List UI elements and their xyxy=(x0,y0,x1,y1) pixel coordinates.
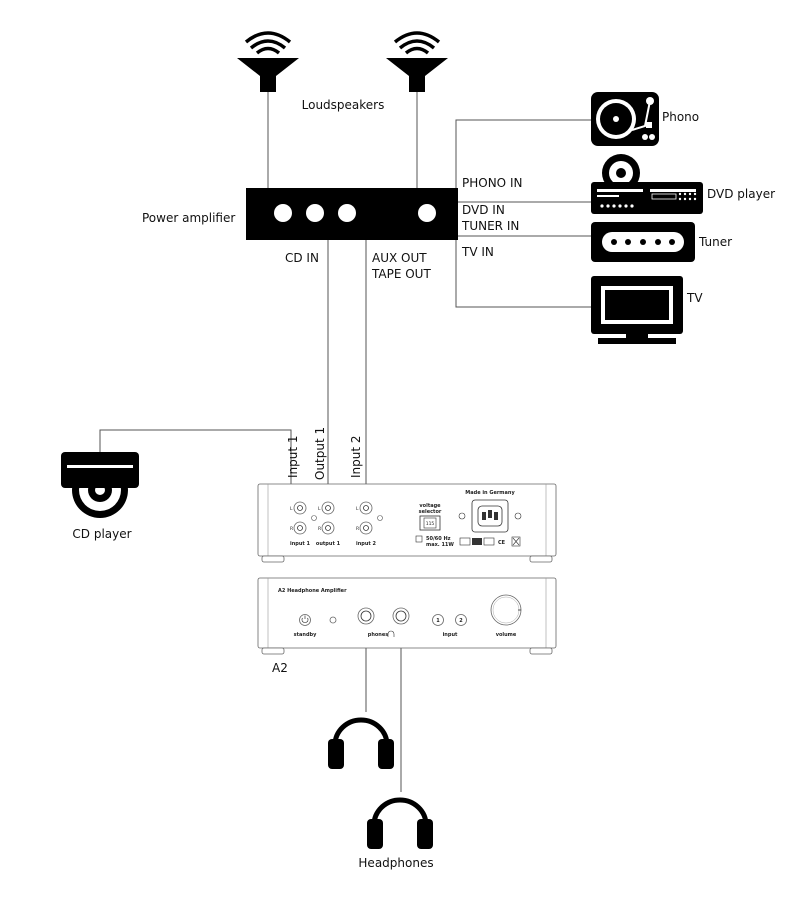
aux-out-label: AUX OUT xyxy=(372,251,427,265)
jack-group-label-input2: input 2 xyxy=(356,541,377,547)
rca-jack-output1-r[interactable] xyxy=(321,521,335,535)
loudspeaker-right-icon xyxy=(386,31,448,92)
input-2-button-label: 2 xyxy=(459,618,463,624)
rca-jack-input2-r[interactable] xyxy=(359,521,373,535)
turntable-icon xyxy=(591,92,659,146)
input-2-button[interactable]: 2 xyxy=(455,614,467,626)
input-1-button[interactable]: 1 xyxy=(432,614,444,626)
jack-r-label: R xyxy=(356,526,359,532)
screw-icon xyxy=(514,512,522,520)
a2-rear-panel: L R L R L R input 1 output 1 input 2 vol… xyxy=(257,483,557,563)
jack-r-label: R xyxy=(290,526,293,532)
tv-label: TV xyxy=(686,291,703,305)
headphones-icon xyxy=(328,717,394,769)
standby-label: standby xyxy=(294,632,317,638)
power-amplifier-label: Power amplifier xyxy=(142,211,235,225)
power-spec: max. 11W xyxy=(426,542,454,548)
cd-in-label: CD IN xyxy=(285,251,319,265)
dvd-in-label: DVD IN xyxy=(462,203,505,217)
loudspeaker-left-icon xyxy=(237,31,299,92)
phono-in-label: PHONO IN xyxy=(462,176,522,190)
ground-screw-icon xyxy=(377,515,383,521)
voltage-selector-label: selector xyxy=(419,509,442,515)
power-amplifier-icon xyxy=(246,188,458,240)
volume-label: volume xyxy=(496,632,517,638)
tv-icon xyxy=(591,276,683,344)
phones-jack-2[interactable] xyxy=(392,607,410,625)
jack-group-label-output1: output 1 xyxy=(316,541,341,547)
standby-led-icon xyxy=(329,616,337,624)
input-2-label: Input 2 xyxy=(349,435,363,478)
a2-label: A2 xyxy=(272,661,288,675)
tuner-label: Tuner xyxy=(698,235,732,249)
rca-jack-input1-l[interactable] xyxy=(293,501,307,515)
ce-mark: CE xyxy=(498,540,506,546)
tuner-in-label: TUNER IN xyxy=(461,219,519,233)
made-in-germany-label: Made in Germany xyxy=(465,490,515,496)
jack-l-label: L xyxy=(318,506,321,512)
voltage-selector-switch[interactable]: 115 xyxy=(419,515,441,531)
rca-jack-output1-l[interactable] xyxy=(321,501,335,515)
wire-cd-player xyxy=(99,429,292,490)
phono-label: Phono xyxy=(662,110,699,124)
cd-player-icon xyxy=(61,452,139,518)
input-label: input xyxy=(443,632,458,638)
dvd-player-label: DVD player xyxy=(707,187,775,201)
phones-jack-1[interactable] xyxy=(357,607,375,625)
jack-l-label: L xyxy=(290,506,293,512)
ground-screw-icon xyxy=(311,515,317,521)
volume-knob[interactable] xyxy=(490,594,522,626)
mains-inlet-socket[interactable] xyxy=(471,499,509,533)
model-name: A2 Headphone Amplifier xyxy=(278,588,347,594)
dvd-player-icon xyxy=(591,154,703,214)
cd-player-label: CD player xyxy=(72,527,131,541)
screw-icon xyxy=(458,512,466,520)
certification-marks-icon xyxy=(459,536,521,547)
output-1-label: Output 1 xyxy=(313,427,327,480)
headphones-label: Headphones xyxy=(358,856,433,870)
jack-l-label: L xyxy=(356,506,359,512)
loudspeakers-label: Loudspeakers xyxy=(302,98,385,112)
voltage-value: 115 xyxy=(426,521,435,527)
phones-label: phones xyxy=(368,632,389,638)
rca-jack-input1-r[interactable] xyxy=(293,521,307,535)
rca-jack-input2-l[interactable] xyxy=(359,501,373,515)
headphones-icon xyxy=(367,797,433,849)
jack-r-label: R xyxy=(318,526,321,532)
fuse-icon xyxy=(415,535,423,543)
voltage-selector-label: voltage xyxy=(419,503,441,509)
input-1-button-label: 1 xyxy=(436,618,440,624)
headphone-symbol-icon xyxy=(387,630,395,637)
a2-front-panel: A2 Headphone Amplifier standby phones 1 … xyxy=(257,577,557,655)
input-1-label: Input 1 xyxy=(286,435,300,478)
tv-in-label: TV IN xyxy=(461,245,494,259)
power-spec: 50/60 Hz xyxy=(426,536,451,542)
tuner-icon xyxy=(591,222,695,262)
tape-out-label: TAPE OUT xyxy=(371,267,431,281)
standby-button[interactable] xyxy=(299,614,311,626)
jack-group-label-input1: input 1 xyxy=(290,541,311,547)
